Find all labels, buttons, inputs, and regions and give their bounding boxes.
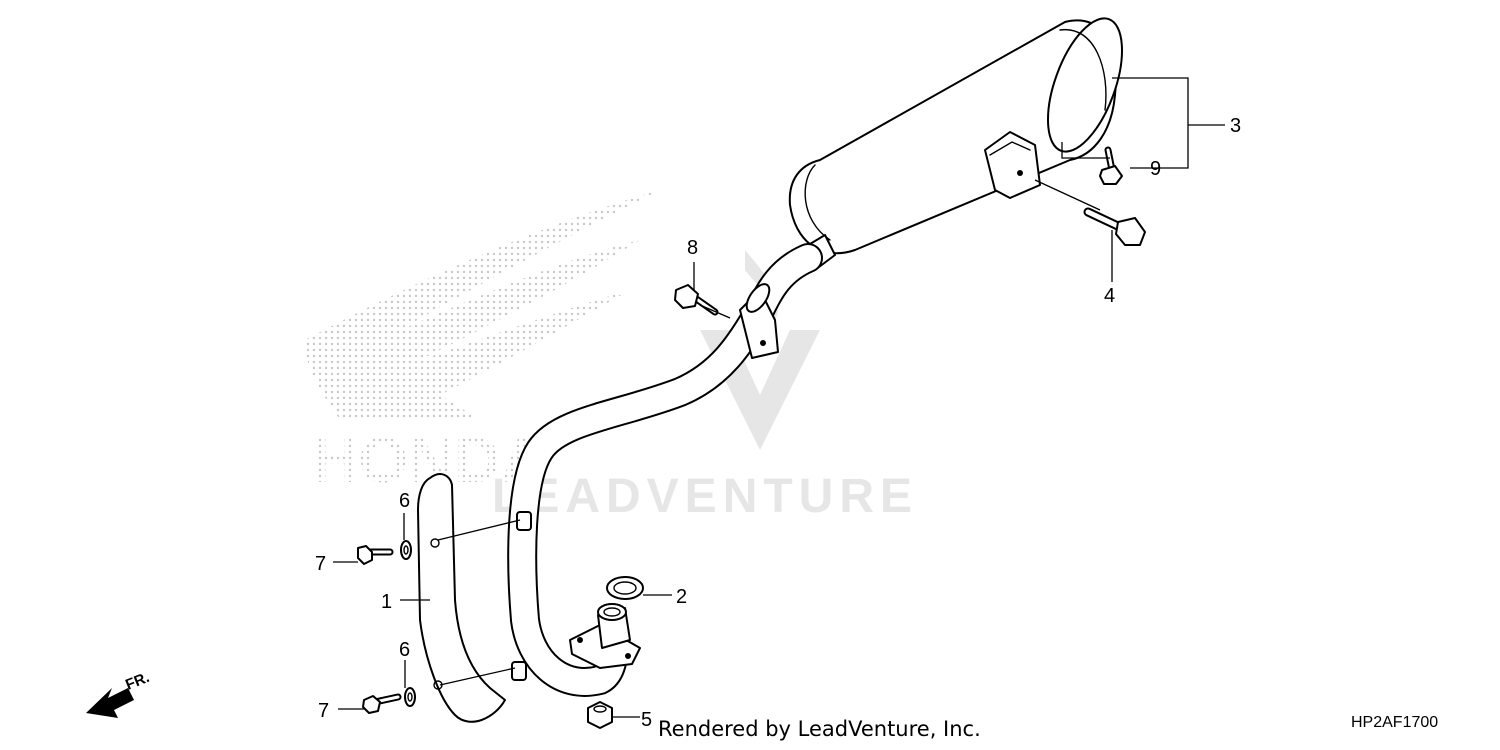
callout-3: 3 bbox=[1230, 115, 1241, 137]
exhaust-pipe bbox=[507, 243, 823, 697]
front-label: FR. bbox=[123, 669, 152, 694]
bolt-9 bbox=[1099, 146, 1123, 185]
callout-6-lower: 6 bbox=[399, 639, 410, 661]
leadventure-wordmark: LEADVENTURE bbox=[492, 470, 918, 523]
callout-6-upper: 6 bbox=[399, 490, 410, 512]
callout-2: 2 bbox=[676, 586, 687, 608]
washer-6-upper bbox=[400, 540, 412, 560]
heat-shield bbox=[417, 473, 506, 723]
callout-1: 1 bbox=[381, 591, 392, 613]
gasket bbox=[606, 576, 644, 600]
muffler bbox=[788, 17, 1123, 271]
bolt-7-upper bbox=[357, 545, 394, 565]
render-credit: Rendered by LeadVenture, Inc. bbox=[658, 717, 981, 741]
flange-bolt-4 bbox=[1083, 207, 1146, 246]
bolt-8 bbox=[674, 284, 719, 316]
callout-9: 9 bbox=[1150, 158, 1161, 180]
flange-nut bbox=[587, 701, 613, 729]
callout-5: 5 bbox=[641, 709, 652, 731]
bolt-7-lower bbox=[362, 693, 402, 714]
leader-lines bbox=[333, 77, 1225, 718]
callout-7-upper: 7 bbox=[315, 553, 326, 575]
honda-wing-logo: HONDA bbox=[305, 190, 660, 496]
washer-6-lower bbox=[404, 687, 416, 707]
diagram-code: HP2AF1700 bbox=[1351, 714, 1439, 731]
callout-8: 8 bbox=[687, 237, 698, 259]
callout-7-lower: 7 bbox=[318, 700, 329, 722]
callout-4: 4 bbox=[1104, 285, 1115, 307]
front-direction-arrow: FR. bbox=[86, 669, 152, 718]
